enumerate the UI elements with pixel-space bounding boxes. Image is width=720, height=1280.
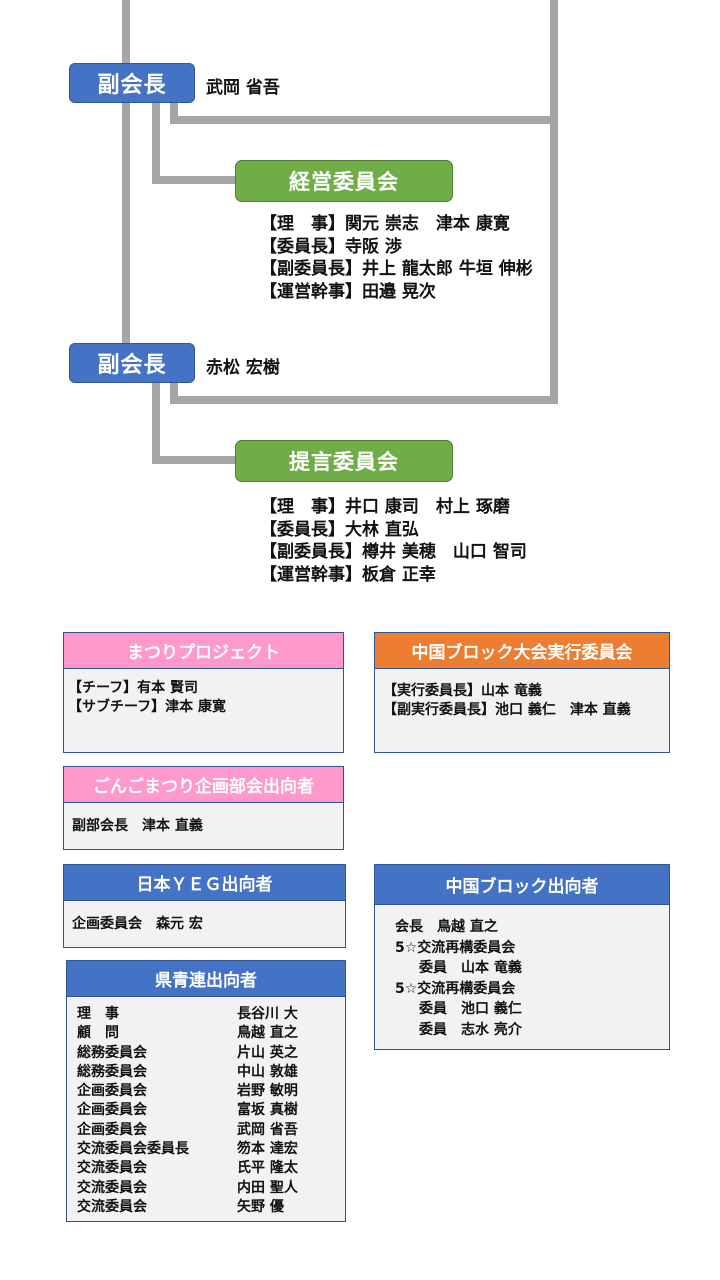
panel-title: 県青連出向者 <box>67 961 345 997</box>
role-cell: 交流委員会 <box>77 1160 147 1177</box>
role-cell: 交流委員会 <box>77 1198 147 1215</box>
panel-line: 5☆交流再構委員会 <box>395 980 516 997</box>
role-cell: 理 事 <box>77 1006 119 1022</box>
table-row: 交流委員会 矢野 優 <box>77 1198 337 1217</box>
role-cell: 企画委員会 <box>77 1102 147 1119</box>
panel-line: 委員 山本 竜義 <box>405 960 522 976</box>
panel-title: まつりプロジェクト <box>64 633 343 669</box>
panel-body: 副部会長 津本 直義 <box>64 803 343 846</box>
panel-body: 理 事長谷川 大 顧 問鳥越 直之 総務委員会片山 英之 総務委員会中山 敦雄 … <box>67 997 345 1223</box>
vice-president-name-1: 武岡 省吾 <box>206 78 280 98</box>
panel-body: 会長 鳥越 直之 5☆交流再構委員会 委員 山本 竜義 5☆交流再構委員会 委員… <box>375 905 669 1048</box>
member-line: 【理 事】関元 崇志 津本 康寛 <box>260 214 510 234</box>
panel-line: 会長 鳥越 直之 <box>395 919 498 935</box>
member-line: 【理 事】井口 康司 村上 琢磨 <box>260 497 510 517</box>
panel-line: 委員 池口 義仁 <box>405 1001 522 1017</box>
committee-members-teigen: 【理 事】井口 康司 村上 琢磨 【委員長】大林 直弘 【副委員長】樽井 美穂 … <box>260 496 527 586</box>
role-cell: 交流委員会 <box>77 1179 147 1196</box>
name-cell: 氏平 隆太 <box>237 1160 298 1177</box>
connector-line <box>170 116 558 124</box>
role-cell: 企画委員会 <box>77 1083 147 1100</box>
role-cell: 企画委員会 <box>77 1121 147 1138</box>
connector-line <box>152 100 160 184</box>
panel-body: 企画委員会 森元 宏 <box>64 901 345 944</box>
role-cell: 総務委員会 <box>77 1044 147 1061</box>
member-line: 【委員長】大林 直弘 <box>260 519 419 540</box>
panel-line: 【副実行委員長】池口 義仁 津本 直義 <box>383 701 631 718</box>
table-row: 企画委員会 富坂 真樹 <box>77 1101 337 1120</box>
member-line: 【副委員長】井上 龍太郎 牛垣 伸彬 <box>260 259 533 279</box>
name-cell: 武岡 省吾 <box>237 1121 298 1138</box>
role-cell: 総務委員会 <box>77 1063 147 1080</box>
table-row: 企画委員会 武岡 省吾 <box>77 1121 337 1140</box>
panel-line: 5☆交流再構委員会 <box>395 939 516 956</box>
panel-title: ごんごまつり企画部会出向者 <box>64 767 343 803</box>
name-cell: 岩野 敏明 <box>237 1083 298 1100</box>
connector-line <box>152 176 236 184</box>
panel-line: 企画委員会 森元 宏 <box>72 916 203 932</box>
table-row: 理 事 長谷川 大 <box>77 1005 337 1024</box>
panel-line: 【チーフ】有本 賢司 <box>68 680 199 696</box>
panel-line: 委員 志水 亮介 <box>405 1021 522 1038</box>
panel-line: 【サブチーフ】津本 康寛 <box>68 698 227 715</box>
connector-line <box>152 380 160 464</box>
table-row: 交流委員会委員長 笏本 達宏 <box>77 1140 337 1159</box>
name-cell: 鳥越 直之 <box>237 1025 298 1042</box>
vice-president-box-2: 副会長 <box>69 343 195 383</box>
panel-chugoku-block-shukosha: 中国ブロック出向者 会長 鳥越 直之 5☆交流再構委員会 委員 山本 竜義 5☆… <box>374 864 670 1050</box>
panel-chugoku-block-taikai: 中国ブロック大会実行委員会 【実行委員長】山本 竜義 【副実行委員長】池口 義仁… <box>374 632 670 753</box>
committee-box-teigen: 提言委員会 <box>235 440 453 482</box>
panel-kenseiren: 県青連出向者 理 事 長谷川 大 顧 問 鳥越 直之 総務委員会 片山 英之 総務委員… <box>66 960 346 1222</box>
name-cell: 富坂 真樹 <box>237 1102 298 1119</box>
panel-nihon-yeg: 日本ＹＥＧ出向者 企画委員会 森元 宏 <box>63 864 346 948</box>
table-row: 顧 問 鳥越 直之 <box>77 1024 337 1043</box>
member-line: 【運営幹事】田邉 晃次 <box>260 281 436 302</box>
name-cell: 長谷川 大 <box>237 1006 298 1022</box>
name-cell: 内田 聖人 <box>237 1179 298 1196</box>
panel-line: 副部会長 津本 直義 <box>72 818 203 834</box>
connector-line <box>170 380 178 404</box>
name-cell: 中山 敦雄 <box>237 1063 298 1080</box>
connector-line <box>550 0 558 404</box>
panel-gongo-matsuri: ごんごまつり企画部会出向者 副部会長 津本 直義 <box>63 766 344 850</box>
role-cell: 交流委員会委員長 <box>77 1141 189 1158</box>
panel-body: 【チーフ】有本 賢司 【サブチーフ】津本 康寛 <box>64 669 343 726</box>
connector-line <box>170 396 558 404</box>
committee-members-keiei: 【理 事】関元 崇志 津本 康寛 【委員長】寺阪 渉 【副委員長】井上 龍太郎 … <box>260 213 533 303</box>
name-cell: 笏本 達宏 <box>237 1141 298 1158</box>
panel-title: 中国ブロック出向者 <box>375 865 669 905</box>
panel-matsuri-project: まつりプロジェクト 【チーフ】有本 賢司 【サブチーフ】津本 康寛 <box>63 632 344 753</box>
vice-president-name-2: 赤松 宏樹 <box>206 358 280 378</box>
panel-title: 日本ＹＥＧ出向者 <box>64 865 345 901</box>
name-cell: 片山 英之 <box>237 1044 298 1061</box>
table-row: 総務委員会 中山 敦雄 <box>77 1063 337 1082</box>
connector-line <box>170 100 178 124</box>
table-row: 交流委員会 氏平 隆太 <box>77 1159 337 1178</box>
table-row: 総務委員会 片山 英之 <box>77 1044 337 1063</box>
member-line: 【運営幹事】板倉 正幸 <box>260 564 436 585</box>
connector-line <box>122 0 130 370</box>
connector-line <box>152 456 236 464</box>
member-line: 【副委員長】樽井 美穂 山口 智司 <box>260 542 527 562</box>
name-cell: 矢野 優 <box>237 1198 284 1215</box>
vice-president-box-1: 副会長 <box>69 63 195 103</box>
panel-body: 【実行委員長】山本 竜義 【副実行委員長】池口 義仁 津本 直義 <box>375 669 669 729</box>
table-row: 交流委員会 内田 聖人 <box>77 1179 337 1198</box>
committee-box-keiei: 経営委員会 <box>235 160 453 202</box>
role-cell: 顧 問 <box>77 1025 119 1042</box>
panel-title: 中国ブロック大会実行委員会 <box>375 633 669 669</box>
table-row: 企画委員会 岩野 敏明 <box>77 1082 337 1101</box>
panel-line: 【実行委員長】山本 竜義 <box>383 683 542 699</box>
member-line: 【委員長】寺阪 渉 <box>260 236 402 257</box>
